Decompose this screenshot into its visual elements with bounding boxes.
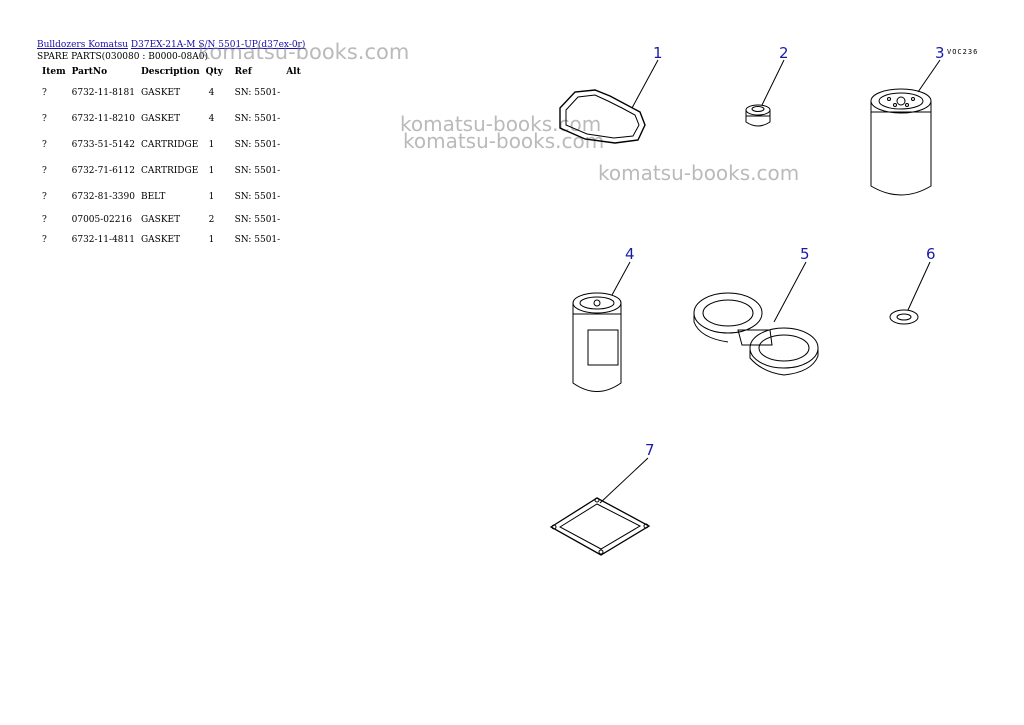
row-part-number: 6732-81-3390	[71, 192, 135, 202]
header-alt: Alt	[286, 67, 301, 77]
header-ref: Ref	[234, 67, 252, 77]
row-ref: SN: 5501-	[234, 140, 281, 150]
table-row: ? 07005-02216 GASKET 2 SN: 5501-	[37, 210, 309, 230]
part-1-gasket-drawing	[559, 59, 659, 144]
breadcrumb-link-model[interactable]: D37EX-21A-M S/N 5501-UP(d37ex-0r)	[130, 40, 306, 50]
row-item: ?	[42, 140, 47, 150]
row-ref: SN: 5501-	[234, 114, 281, 124]
watermark: komatsu-books.com	[198, 40, 410, 64]
callout-7: 7	[645, 441, 655, 459]
row-part-number: 07005-02216	[71, 215, 132, 225]
callout-4: 4	[625, 245, 635, 263]
row-part-number: 6732-71-6112	[71, 166, 135, 176]
row-item: ?	[42, 192, 47, 202]
page-subtitle: SPARE PARTS(030080 : B0000-08A0)	[37, 52, 208, 62]
row-description: GASKET	[140, 88, 181, 98]
row-ref: SN: 5501-	[234, 215, 281, 225]
row-part-number: 6733-51-5142	[71, 140, 135, 150]
row-part-number: 6732-11-8181	[71, 88, 135, 98]
row-ref: SN: 5501-	[234, 88, 281, 98]
row-ref: SN: 5501-	[234, 192, 281, 202]
part-5-belt-drawing	[693, 261, 819, 376]
table-row: ? 6733-51-5142 CARTRIDGE 1 SN: 5501-	[37, 132, 309, 158]
row-qty: 2	[208, 215, 215, 225]
row-description: CARTRIDGE	[140, 140, 199, 150]
header-partno: PartNo	[71, 67, 108, 77]
row-qty: 4	[208, 88, 215, 98]
row-ref: SN: 5501-	[234, 235, 281, 245]
breadcrumb: Bulldozers Komatsu D37EX-21A-M S/N 5501-…	[37, 40, 305, 51]
row-description: GASKET	[140, 114, 181, 124]
callout-2: 2	[779, 44, 789, 62]
part-3-cartridge-drawing	[870, 59, 941, 196]
table-header-row: Item PartNo Description Qty Ref Alt	[37, 64, 309, 80]
part-6-washer-drawing	[889, 261, 931, 325]
row-qty: 1	[208, 192, 215, 202]
table-row: ? 6732-71-6112 CARTRIDGE 1 SN: 5501-	[37, 158, 309, 184]
callout-5: 5	[800, 245, 810, 263]
row-item: ?	[42, 235, 47, 245]
row-ref: SN: 5501-	[234, 166, 281, 176]
row-description: GASKET	[140, 235, 181, 245]
row-item: ?	[42, 88, 47, 98]
table-row: ? 6732-81-3390 BELT 1 SN: 5501-	[37, 184, 309, 210]
row-description: CARTRIDGE	[140, 166, 199, 176]
breadcrumb-link-bulldozers[interactable]: Bulldozers Komatsu	[37, 40, 129, 50]
table-row: ? 6732-11-8181 GASKET 4 SN: 5501-	[37, 80, 309, 106]
callout-3: 3	[935, 44, 945, 62]
callout-6: 6	[926, 245, 936, 263]
watermark: komatsu-books.com	[598, 161, 800, 185]
part-2-cap-drawing	[745, 59, 785, 127]
header-description: Description	[140, 67, 200, 77]
header-qty: Qty	[205, 67, 223, 77]
parts-table: Item PartNo Description Qty Ref Alt ? 673…	[37, 64, 309, 250]
row-part-number: 6732-11-4811	[71, 235, 135, 245]
row-part-number: 6732-11-8210	[71, 114, 135, 124]
table-row: ? 6732-11-8210 GASKET 4 SN: 5501-	[37, 106, 309, 132]
row-qty: 4	[208, 114, 215, 124]
part-4-cartridge-drawing	[572, 261, 631, 392]
part-7-gasket-drawing	[549, 457, 651, 556]
row-item: ?	[42, 114, 47, 124]
row-item: ?	[42, 166, 47, 176]
row-description: BELT	[140, 192, 166, 202]
row-item: ?	[42, 215, 47, 225]
row-description: GASKET	[140, 215, 181, 225]
row-qty: 1	[208, 166, 215, 176]
callout-1: 1	[653, 44, 663, 62]
row-qty: 1	[208, 235, 215, 245]
row-qty: 1	[208, 140, 215, 150]
drawing-code: VOC236	[947, 48, 978, 56]
table-row: ? 6732-11-4811 GASKET 1 SN: 5501-	[37, 230, 309, 250]
header-item: Item	[42, 67, 66, 77]
